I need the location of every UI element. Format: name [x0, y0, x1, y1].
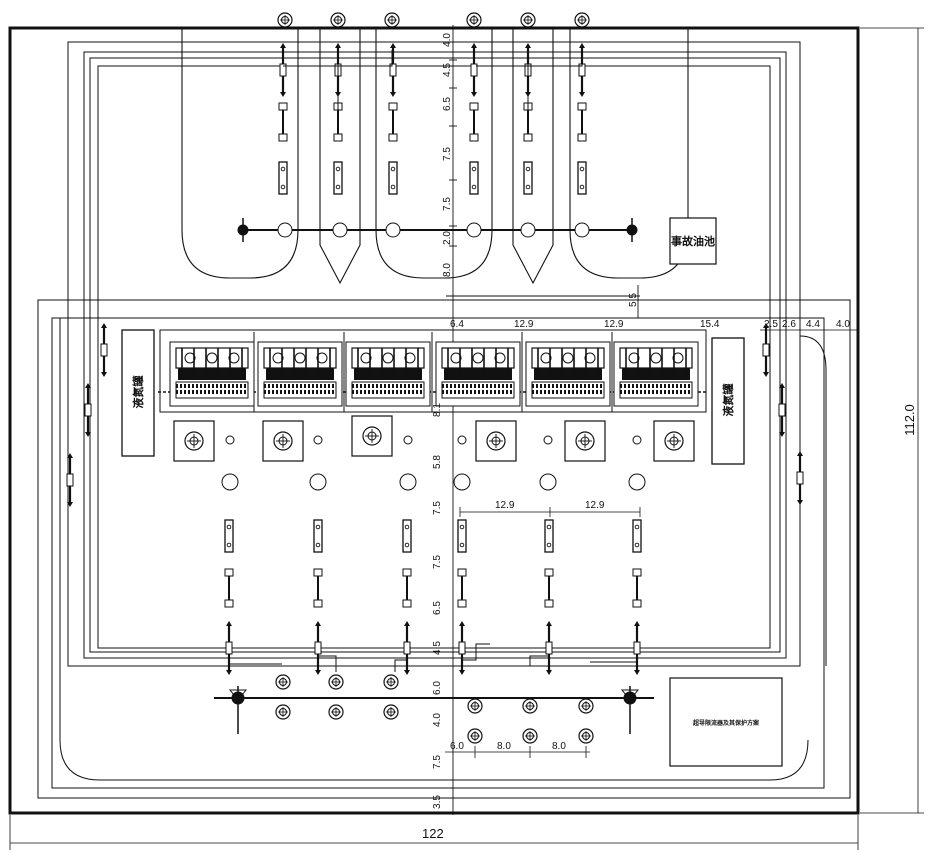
- svg-text:7.5: 7.5: [432, 555, 443, 569]
- svg-text:4.0: 4.0: [442, 33, 453, 47]
- svg-text:4.0: 4.0: [432, 713, 443, 727]
- top-clamps: [278, 161, 587, 195]
- lower-dimensions: 12.9 12.9 7.5 7.5 6.5 4.5: [432, 500, 641, 655]
- svg-text:12.9: 12.9: [495, 500, 515, 511]
- bottom-busbar: [214, 686, 654, 734]
- bottom-dimensions: 6.0 8.0 8.0 6.0 4.0 7.5 3.5: [432, 681, 590, 809]
- svg-text:12.9: 12.9: [514, 319, 534, 330]
- transformers: [168, 340, 700, 408]
- svg-text:6.0: 6.0: [432, 681, 443, 695]
- top-disconnectors: [278, 41, 587, 99]
- svg-text:2.0: 2.0: [442, 231, 453, 245]
- overall-dimensions: [9, 27, 924, 850]
- svg-text:6.4: 6.4: [450, 319, 464, 330]
- svg-text:4.5: 4.5: [442, 63, 453, 77]
- oil-pool-label: 事故油池: [671, 234, 715, 248]
- svg-text:6.5: 6.5: [432, 601, 443, 615]
- protection-box: 超导限流器及其保护方案: [669, 677, 783, 767]
- svg-text:4.4: 4.4: [806, 319, 820, 330]
- top-busbar: [237, 218, 638, 242]
- tank-right: 液氮罐: [711, 337, 745, 465]
- top-bushings: [277, 12, 590, 28]
- svg-text:2.6: 2.6: [782, 319, 796, 330]
- svg-text:2.5: 2.5: [764, 319, 778, 330]
- svg-text:12.9: 12.9: [585, 500, 605, 511]
- top-insulators: [278, 102, 587, 142]
- top-dimension-chain: 4.0 4.5 6.5 7.5 7.5 2.0 8.0 5.5: [442, 33, 639, 307]
- overall-width-label: 122: [422, 826, 444, 841]
- outer-boundary: [8, 26, 860, 815]
- svg-text:7.5: 7.5: [442, 147, 453, 161]
- top-bay-outlines: [181, 28, 689, 285]
- svg-text:8.0: 8.0: [442, 263, 453, 277]
- svg-text:15.4: 15.4: [700, 319, 720, 330]
- svg-text:3.5: 3.5: [432, 795, 443, 809]
- tank-left: 液氮罐: [121, 329, 155, 457]
- svg-text:7.5: 7.5: [432, 755, 443, 769]
- svg-text:8.1: 8.1: [432, 403, 443, 417]
- overall-height-label: 112.0: [902, 404, 917, 436]
- svg-text:6.0: 6.0: [450, 741, 464, 752]
- protection-box-label: 超导限流器及其保护方案: [692, 719, 760, 727]
- svg-text:7.5: 7.5: [432, 501, 443, 515]
- svg-text:12.9: 12.9: [604, 319, 624, 330]
- svg-text:8.0: 8.0: [552, 741, 566, 752]
- lower-cable-lines: [229, 643, 637, 672]
- square-bushings: [173, 415, 695, 462]
- svg-text:8.0: 8.0: [497, 741, 511, 752]
- tank-right-label: 液氮罐: [721, 384, 735, 417]
- oil-pool-box: 事故油池: [669, 217, 717, 265]
- small-circles: [221, 435, 646, 491]
- lower-clamps: [224, 519, 642, 553]
- svg-text:5.5: 5.5: [628, 293, 639, 307]
- svg-text:5.8: 5.8: [432, 455, 443, 469]
- svg-text:6.5: 6.5: [442, 97, 453, 111]
- top-cable-lines: [283, 48, 583, 110]
- svg-text:4.0: 4.0: [836, 319, 850, 330]
- right-dimension-chain: 2.5 2.6 4.4 4.0: [760, 319, 858, 331]
- tank-row-dimensions: 6.4 12.9 12.9 15.4 8.1 5.8: [432, 319, 720, 469]
- center-axis: [446, 25, 640, 815]
- tank-left-label: 液氮罐: [131, 376, 145, 409]
- svg-text:7.5: 7.5: [442, 197, 453, 211]
- svg-text:4.5: 4.5: [432, 641, 443, 655]
